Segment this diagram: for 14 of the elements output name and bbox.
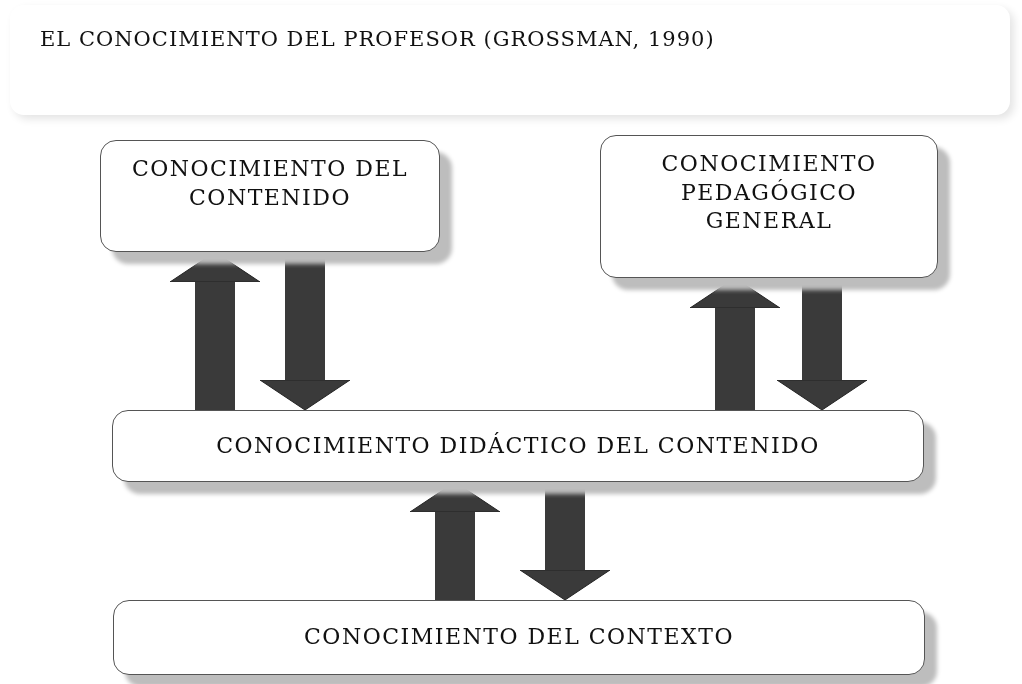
block-arrow — [519, 482, 611, 601]
block-arrow — [776, 278, 868, 411]
rounded-box — [100, 140, 440, 252]
block-arrow — [409, 481, 501, 600]
box-label: CONOCIMIENTO DEL CONTENIDO — [130, 155, 410, 212]
box-label: CONOCIMIENTO PEDAGÓGICO GENERAL — [660, 150, 878, 236]
rounded-box — [112, 410, 924, 482]
block-arrow — [689, 277, 781, 410]
box-label: CONOCIMIENTO DEL CONTEXTO — [304, 623, 734, 652]
rounded-box — [113, 600, 925, 675]
title: EL CONOCIMIENTO DEL PROFESOR (GROSSMAN, 1990) — [40, 27, 715, 51]
box-label: CONOCIMIENTO DIDÁCTICO DEL CONTENIDO — [216, 431, 820, 460]
block-arrow — [259, 252, 351, 411]
rounded-box — [600, 135, 938, 278]
